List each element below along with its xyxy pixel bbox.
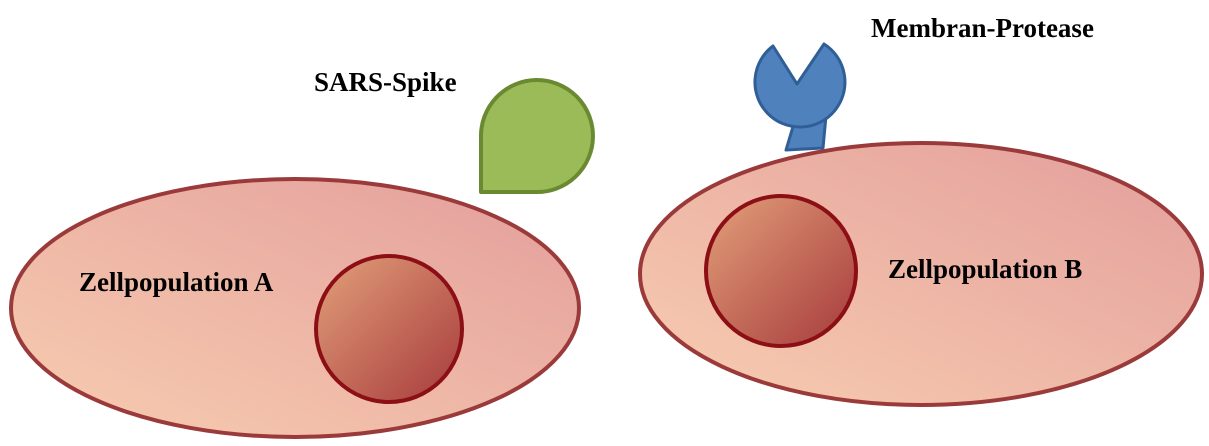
- cell-a-nucleus: [316, 256, 462, 402]
- membrane-protease: [755, 44, 845, 150]
- teardrop-spike-icon: [481, 80, 593, 192]
- pacman-receptor-icon: [755, 44, 845, 127]
- label-cell-a: Zellpopulation A: [79, 267, 274, 297]
- cell-a: [11, 179, 579, 437]
- cell-b-nucleus: [706, 196, 856, 346]
- label-cell-b: Zellpopulation B: [888, 254, 1082, 284]
- label-spike: SARS-Spike: [314, 67, 457, 97]
- label-protease: Membran-Protease: [871, 13, 1094, 43]
- cell-a-membrane: [11, 179, 579, 437]
